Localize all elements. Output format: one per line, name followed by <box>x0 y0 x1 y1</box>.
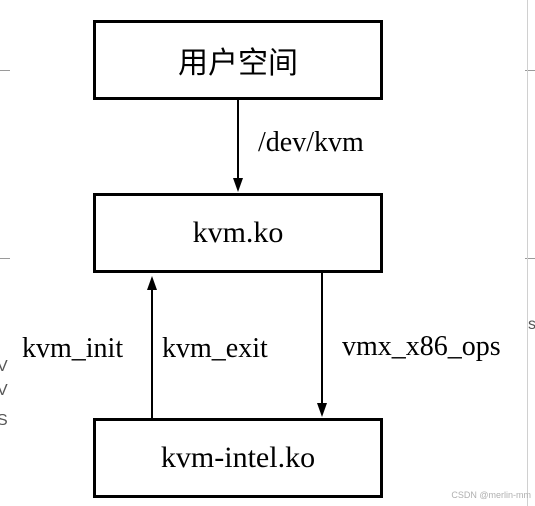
background-rule <box>525 70 535 71</box>
edge-fragment-text: S <box>0 412 8 429</box>
kvm-intel-ko-label: kvm-intel.ko <box>160 441 316 474</box>
edge-fragment-text: s <box>528 316 535 333</box>
arrowhead-down-icon <box>317 403 327 417</box>
background-rule <box>525 258 535 259</box>
vmx-x86-ops-label: vmx_x86_ops <box>342 331 501 362</box>
background-rule <box>0 258 10 259</box>
user-space-label: 用户空间 <box>178 46 298 81</box>
watermark: CSDN @merlin-mm <box>451 490 531 500</box>
edge-fragment-text: i <box>0 486 1 504</box>
user-space-box: 用户空间 <box>93 20 383 100</box>
background-rule <box>0 70 10 71</box>
dev-kvm-label: /dev/kvm <box>258 127 364 158</box>
edge-fragment-text: V <box>0 382 8 399</box>
kvm-init-label: kvm_init <box>22 333 124 364</box>
edge-fragment-text: i <box>0 464 1 482</box>
edge-fragment-text: i <box>0 438 1 456</box>
arrowhead-down-icon <box>233 178 243 192</box>
kvm-exit-label: kvm_exit <box>162 333 268 364</box>
kvm-ko-box: kvm.ko <box>93 193 383 273</box>
kvm-intel-ko-box: kvm-intel.ko <box>93 418 383 498</box>
arrowhead-up-icon <box>147 276 157 290</box>
edge-fragment-text: V <box>0 358 8 375</box>
background-rule <box>527 0 528 506</box>
kvm-ko-label: kvm.ko <box>192 216 284 249</box>
